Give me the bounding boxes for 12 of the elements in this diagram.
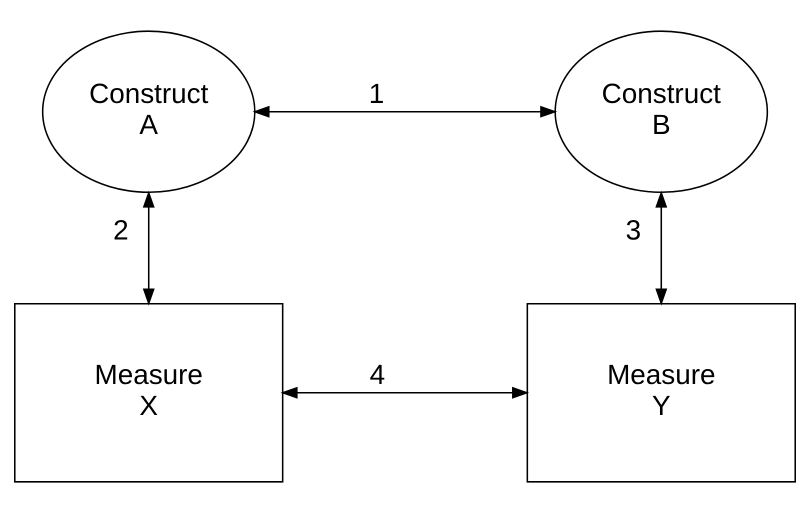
node-box: Measure Y <box>526 302 796 482</box>
arrow <box>252 105 558 118</box>
edge-label: 4 <box>370 358 386 390</box>
edge-label: 3 <box>626 214 642 246</box>
node-ellipse: Construct A <box>42 30 256 193</box>
edge-label: 1 <box>368 78 384 109</box>
node-box: Measure X <box>14 302 284 482</box>
edge-label: 2 <box>113 214 129 246</box>
arrow <box>280 386 530 398</box>
arrow <box>142 190 155 306</box>
node-ellipse: Construct B <box>554 30 768 193</box>
arrow <box>655 190 668 306</box>
